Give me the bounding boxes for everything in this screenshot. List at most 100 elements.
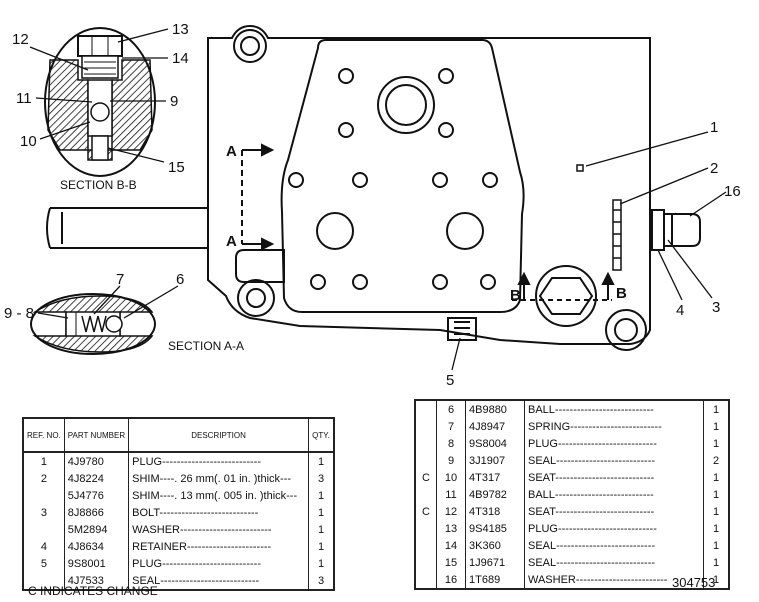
- change-flag: [415, 435, 437, 452]
- quantity: 1: [703, 520, 730, 537]
- ref-no: 4: [22, 538, 65, 555]
- ref-no: 16: [436, 571, 466, 589]
- change-flag: C: [422, 471, 430, 484]
- part-number: 4J8224: [63, 470, 130, 487]
- part-number: 4B9782: [465, 486, 525, 503]
- section-a-a-title: SECTION A-A: [168, 339, 244, 353]
- change-flag: [415, 486, 437, 503]
- change-flag: [415, 554, 437, 571]
- ref-no: 9: [436, 452, 466, 469]
- quantity: 1: [703, 400, 730, 418]
- description: SEAL---------------------------: [524, 554, 704, 571]
- quantity: 1: [308, 487, 335, 504]
- change-flag: C: [422, 505, 430, 518]
- part-number: 4J8947: [465, 418, 525, 435]
- ref-no: 14: [436, 537, 466, 554]
- callout-11: 11: [16, 90, 32, 107]
- section-b-b-title: SECTION B-B: [60, 178, 137, 192]
- quantity: 1: [703, 435, 730, 452]
- part-number: 1J9671: [465, 554, 525, 571]
- description: BOLT---------------------------: [128, 504, 309, 521]
- arrow-a-top: A: [226, 143, 237, 160]
- callout-13: 13: [172, 21, 189, 38]
- callout-12: 12: [12, 31, 29, 48]
- description: PLUG---------------------------: [524, 435, 704, 452]
- shim-stack: [612, 199, 622, 271]
- part-number: 8J8866: [63, 504, 130, 521]
- catalog-number: 304753: [672, 575, 716, 590]
- callout-9-8: 9 - 8: [4, 305, 34, 322]
- quantity: 1: [703, 554, 730, 571]
- bolt-holes: [288, 68, 498, 290]
- callout-10: 10: [20, 133, 37, 150]
- change-flag: [415, 400, 437, 418]
- ref-no: 10: [436, 469, 466, 486]
- ref-no: 1: [22, 452, 65, 470]
- quantity: 1: [308, 452, 335, 470]
- callout-2: 2: [710, 160, 718, 177]
- ref-no: 5: [22, 555, 65, 572]
- description: SEAT---------------------------: [524, 503, 704, 520]
- part-number: 4J8634: [63, 538, 130, 555]
- description: BALL---------------------------: [524, 486, 704, 503]
- description: SHIM----. 13 mm(. 005 in. )thick---: [128, 487, 309, 504]
- quantity: 2: [703, 452, 730, 469]
- ref-no: 8: [436, 435, 466, 452]
- quantity: 3: [308, 470, 335, 487]
- callout-6: 6: [176, 271, 184, 288]
- ref-no: [22, 521, 65, 538]
- part-number: 1T689: [465, 571, 525, 589]
- section-b-b-detail: [44, 27, 156, 177]
- description: WASHER-------------------------: [128, 521, 309, 538]
- callout-4: 4: [676, 302, 684, 319]
- change-flag: [415, 418, 437, 435]
- callout-15: 15: [168, 159, 185, 176]
- header-qty: QTY.: [308, 417, 335, 453]
- arrow-a-bottom: A: [226, 233, 237, 250]
- quantity: 1: [308, 555, 335, 572]
- part-number: 4J9780: [63, 452, 130, 470]
- ref-no: [22, 487, 65, 504]
- description: RETAINER-----------------------: [128, 538, 309, 555]
- callout-9: 9: [170, 93, 178, 110]
- description: PLUG---------------------------: [128, 452, 309, 470]
- part-number: 9S8001: [63, 555, 130, 572]
- change-flag: [415, 520, 437, 537]
- part-number: 4T318: [465, 503, 525, 520]
- callout-1: 1: [710, 119, 718, 136]
- valve-body: [46, 24, 651, 351]
- ref-no: [22, 572, 65, 590]
- part-number: 4J7533: [63, 572, 130, 590]
- hex-plug: [535, 265, 597, 327]
- part-1-marker: [576, 164, 584, 172]
- ref-no: 12: [436, 503, 466, 520]
- part-number: 3J1907: [465, 452, 525, 469]
- quantity: 1: [703, 537, 730, 554]
- section-arrows-b: [512, 271, 615, 301]
- description: WASHER-------------------------: [524, 571, 704, 589]
- quantity: 1: [308, 521, 335, 538]
- ref-no: 13: [436, 520, 466, 537]
- quantity: 1: [703, 503, 730, 520]
- leader-lines: [29, 28, 727, 371]
- quantity: 1: [703, 486, 730, 503]
- description: SPRING-------------------------: [524, 418, 704, 435]
